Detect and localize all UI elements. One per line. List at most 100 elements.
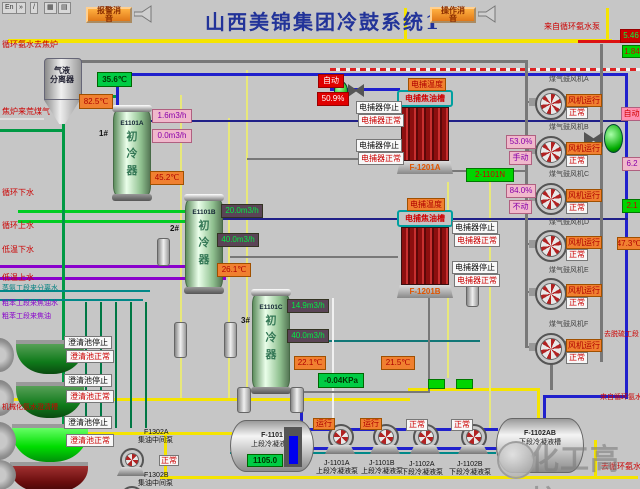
stream-to-desulf: 去脱硫工段 xyxy=(604,331,639,338)
temp-e1101a: 45.2℃ xyxy=(150,171,184,185)
toolbar-icon-4[interactable]: ▤ xyxy=(58,2,71,14)
fan-b-mode: 手动 xyxy=(509,151,532,165)
fan-b-opening: 53.0% xyxy=(506,135,536,149)
tank-tag: F-1101 xyxy=(261,432,283,439)
pipe xyxy=(537,388,540,422)
pipe xyxy=(332,298,334,430)
stream-to-oven: 循环氨水去焦炉 xyxy=(2,40,58,49)
precipitator-tag: F-1201B xyxy=(397,285,453,298)
pump-f1302a-status: 正常 xyxy=(159,455,179,466)
fan-e-icon[interactable] xyxy=(535,278,567,310)
pump-f1302a-tag: F1302A xyxy=(144,429,169,436)
flow-e1101a-2: 0.0m3/h xyxy=(152,129,192,143)
fan-rotor-icon xyxy=(540,188,562,210)
pump-j1102b-tag: J-1102B xyxy=(457,461,483,468)
fan-c-mode: 不动 xyxy=(509,200,532,214)
tank-head xyxy=(0,422,16,460)
horn-icon-right xyxy=(477,5,498,28)
fan-d-icon[interactable] xyxy=(535,230,567,262)
pump-rotor-icon xyxy=(125,453,139,467)
fan-a-icon[interactable] xyxy=(535,88,567,120)
fan-f-icon[interactable] xyxy=(535,333,567,365)
stream-lt-up: 低温上水 xyxy=(2,273,34,282)
alarm-mute-button-left[interactable]: 报警消音 xyxy=(86,7,132,23)
pump-j1101a-status: 运行 xyxy=(313,418,335,430)
pump-base xyxy=(325,445,355,454)
right-temp: 47.3℃ xyxy=(617,237,640,250)
pump-f1302b-name: 集油中间泵 xyxy=(138,480,173,487)
fan-e-ok: 正常 xyxy=(566,297,588,309)
pump-rotor-icon xyxy=(378,429,394,445)
fan-nozzle xyxy=(529,343,537,351)
pipe xyxy=(0,432,232,435)
pump-f1302b-tag: F1302B xyxy=(144,472,169,479)
pipe xyxy=(489,182,491,428)
toolbar-icon-0[interactable]: En xyxy=(2,2,17,14)
pipe xyxy=(606,8,609,39)
toolbar-icon-3[interactable]: ▦ xyxy=(44,2,57,14)
vessel-cap xyxy=(112,105,152,112)
valve1-mode: 自动 xyxy=(318,74,344,88)
toolbar-icon-1[interactable]: » xyxy=(16,2,26,14)
control-valve-1[interactable] xyxy=(348,84,364,97)
stream-sep-water: 蒸氨工段来分离水 xyxy=(2,285,58,292)
precipitator-tubes xyxy=(401,107,449,161)
pump-base xyxy=(117,467,145,476)
fan-d-ok: 正常 xyxy=(566,249,588,261)
pipe xyxy=(180,95,182,398)
rawgas-temp: 82.5℃ xyxy=(79,94,113,109)
gas-flow-total: 2-1101N xyxy=(466,168,514,182)
tank-head xyxy=(0,338,14,372)
toolbar-icon-2[interactable]: / xyxy=(30,2,38,14)
pump-j1101a-name: 上段冷凝液泵 xyxy=(316,468,358,475)
pump-j1101b-status: 运行 xyxy=(360,418,382,430)
fan-c-icon[interactable] xyxy=(535,183,567,215)
vessel-name-char: 初 xyxy=(126,130,138,143)
vessel-name-char: 初 xyxy=(265,314,277,327)
vessel-cap xyxy=(251,387,291,394)
fan-a-ok: 正常 xyxy=(566,107,588,119)
page-title: 山西美锦集团冷鼓系统1 xyxy=(205,10,441,34)
clarifier-tank-4 xyxy=(10,462,88,489)
fan-rotor-icon xyxy=(540,93,562,115)
fan-f-run: 风机运行 xyxy=(566,339,602,352)
tank-tag: F-1102AB xyxy=(524,430,556,437)
precipitator-tag: F-1201A xyxy=(397,161,453,174)
stream-to-pump: 去循环氨水泵 xyxy=(601,462,640,471)
fan-f-ok: 正常 xyxy=(566,352,588,364)
pipe xyxy=(0,118,44,120)
valve2-opening: 6.2 xyxy=(622,157,640,171)
alarm-mute-button-right[interactable]: 操作消音 xyxy=(430,7,476,23)
pipe xyxy=(145,302,147,428)
fan-c-label: 煤气鼓风机C xyxy=(549,171,590,178)
flow-e1101c-1: 14.9m3/h xyxy=(287,299,329,313)
pump-j1102a-tag: J-1102A xyxy=(409,461,435,468)
clarifier-stop-2: 澄清池停止 xyxy=(64,374,112,387)
vessel-name-char: 冷 xyxy=(198,236,210,249)
cooler-2-num: 2# xyxy=(170,224,179,233)
pipe xyxy=(0,265,232,268)
fan-e-label: 煤气鼓风机E xyxy=(549,267,589,274)
right-val-1: 5.46 xyxy=(620,29,640,43)
fan-e-run: 风机运行 xyxy=(566,284,602,297)
temp-e1101c-1: 22.1℃ xyxy=(294,356,326,370)
pipe xyxy=(0,299,143,301)
pipe xyxy=(600,44,603,362)
stream-from-pump-2: 来自循环氨水泵 xyxy=(600,394,640,401)
pipe xyxy=(330,68,640,71)
separator-body xyxy=(44,58,82,100)
fan-a-label: 煤气鼓风机A xyxy=(549,76,589,83)
precip-ok-4: 电捕器正常 xyxy=(454,274,500,287)
flow-e1101a-1: 1.6m3/h xyxy=(152,109,192,123)
precip-ok-2: 电捕器正常 xyxy=(358,152,404,165)
temp-e1101c-2: 21.5℃ xyxy=(381,356,415,370)
pump-j1102a-name: 下段冷凝液泵 xyxy=(401,469,443,476)
watermark-text: 化工高校 xyxy=(530,444,621,489)
tank-name: 下段冷凝液槽 xyxy=(519,439,561,446)
pipe xyxy=(404,8,407,41)
flow-e1101b-2: 40.0m3/h xyxy=(217,233,259,247)
fan-b-icon[interactable] xyxy=(535,136,567,168)
vessel-name-char: 初 xyxy=(198,219,210,232)
control-valve-2-indicator xyxy=(604,124,623,153)
